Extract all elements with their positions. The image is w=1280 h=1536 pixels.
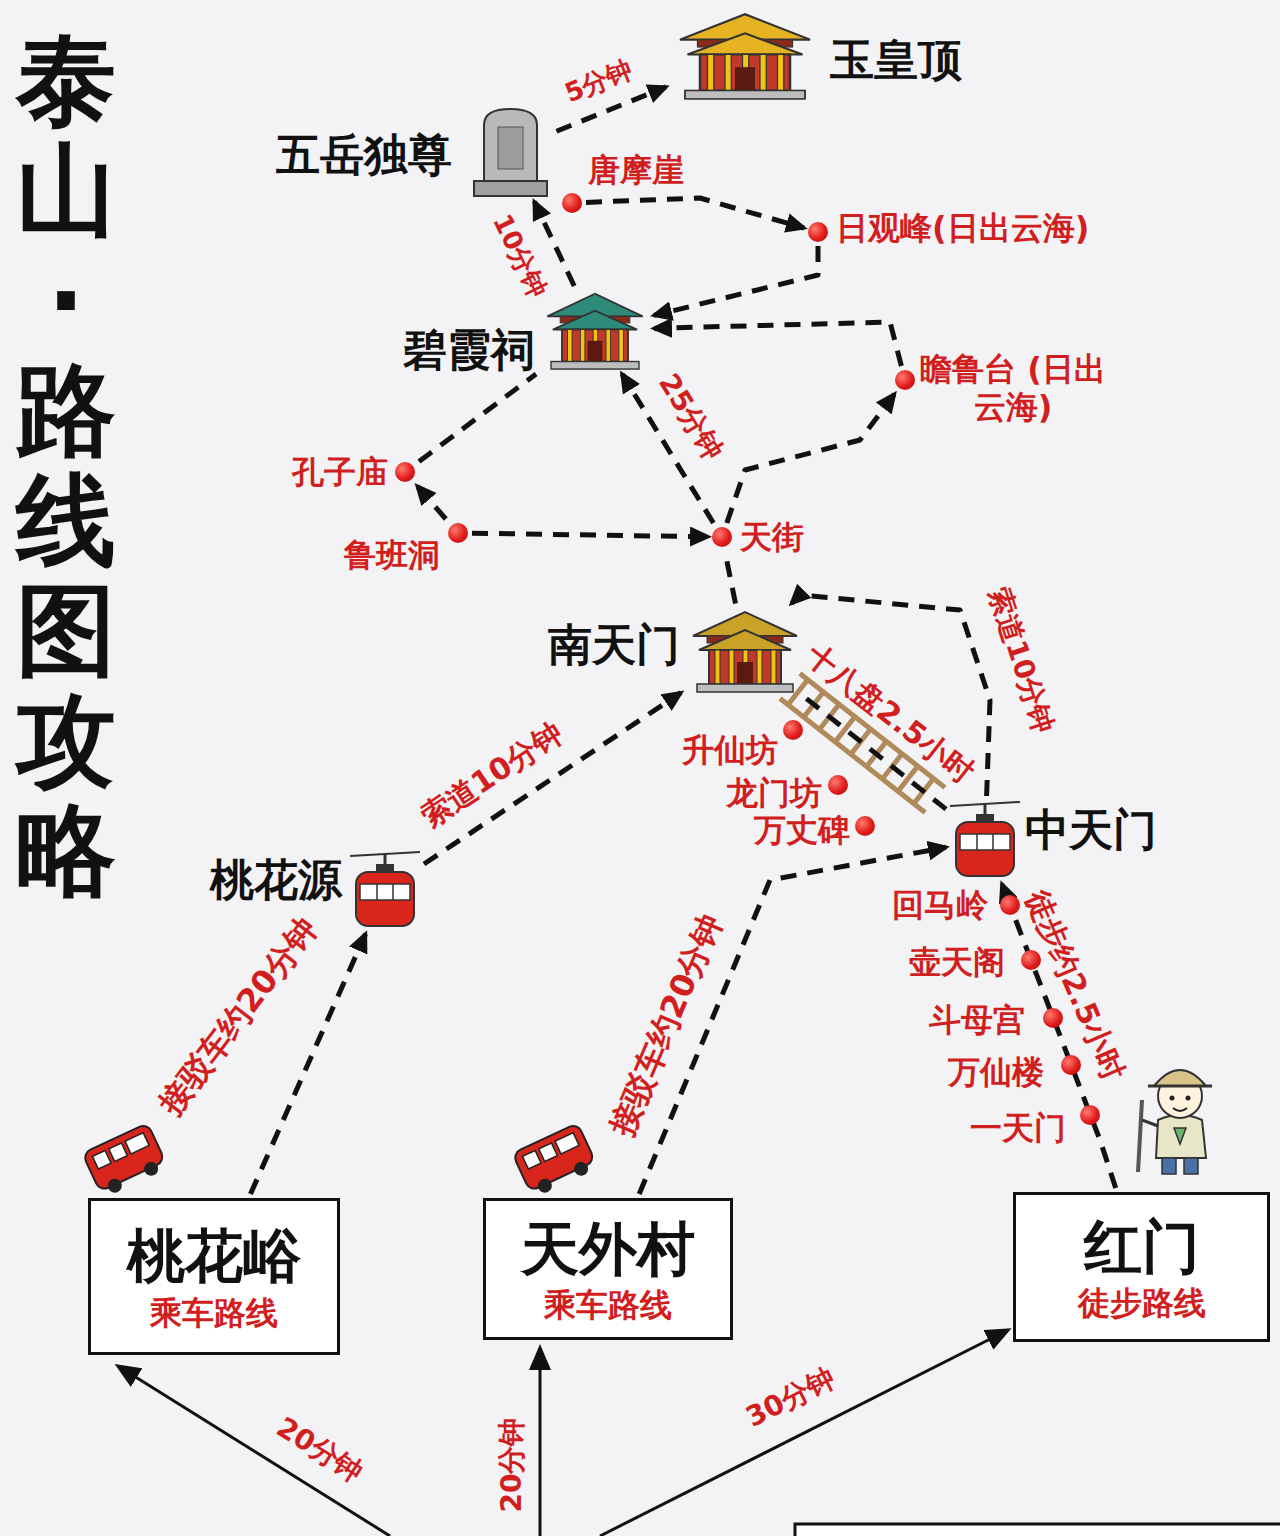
place-name: 桃花峪 <box>127 1220 301 1293</box>
route-time-label: 接驳车约20分钟 <box>150 908 327 1123</box>
route-type: 乘车路线 <box>150 1293 278 1333</box>
cable-car-icon <box>350 850 420 930</box>
location-dot <box>712 527 732 547</box>
landmark: 桃花源 <box>210 850 420 930</box>
location-dot <box>855 816 875 836</box>
place-name: 瞻鲁台 (日出云海) <box>918 350 1108 427</box>
cable-car-icon <box>950 800 1020 880</box>
hiker-figure <box>1138 1070 1212 1174</box>
scenic-spot: 天街 <box>712 518 804 556</box>
place-name: 鲁班洞 <box>344 536 440 574</box>
route-time-label: 5分钟 <box>558 54 640 110</box>
scenic-spot: 万丈碑 <box>754 811 875 849</box>
location-dot <box>1000 895 1020 915</box>
route-type: 乘车路线 <box>544 1285 672 1325</box>
scenic-spot: 孔子庙 <box>292 453 415 491</box>
travel-time-label: 20分钟 <box>268 1410 371 1491</box>
scenic-spot: 斗母宫 <box>929 1001 1063 1039</box>
scenic-spot: 日观峰(日出云海) <box>808 209 1089 247</box>
route-connector <box>727 394 895 523</box>
location-dot <box>828 775 848 795</box>
place-name: 一天门 <box>970 1109 1066 1147</box>
start-box: 桃花峪乘车路线 <box>88 1198 340 1355</box>
route-connector <box>654 246 818 315</box>
place-name: 玉皇顶 <box>830 34 962 87</box>
route-time-label: 25分钟 <box>650 366 730 469</box>
stele-icon <box>468 103 553 198</box>
place-name: 碧霞祠 <box>403 324 535 377</box>
travel-time-label: 30分钟 <box>738 1361 843 1436</box>
place-name: 孔子庙 <box>292 453 388 491</box>
temple-icon <box>540 290 650 370</box>
place-name: 升仙坊 <box>682 731 778 769</box>
route-connector <box>792 595 991 796</box>
scenic-spot: 万仙楼 <box>948 1053 1081 1091</box>
scenic-spot: 龙门坊 <box>726 774 848 812</box>
place-name: 斗母宫 <box>929 1001 1025 1039</box>
scenic-spot: 一天门 <box>970 1105 1100 1147</box>
scenic-spot: 回马岭 <box>892 886 1020 924</box>
route-connector <box>417 486 446 519</box>
place-name: 回马岭 <box>892 886 988 924</box>
scenic-spot: 升仙坊 <box>682 720 803 769</box>
route-connector <box>654 322 901 366</box>
location-dot <box>562 193 582 213</box>
location-dot <box>783 720 803 740</box>
temple-icon <box>670 10 820 100</box>
scenic-spot: 瞻鲁台 (日出云海) <box>895 350 1108 427</box>
route-time-label: 10分钟 <box>485 207 553 305</box>
location-dot <box>808 222 828 242</box>
route-time-label: 接驳车约20分钟 <box>602 906 731 1144</box>
location-dot <box>1080 1105 1100 1125</box>
temple-icon <box>685 608 805 693</box>
place-name: 唐摩崖 <box>588 151 684 189</box>
route-connector <box>586 198 804 228</box>
route-connector <box>725 551 736 604</box>
location-dot <box>1021 950 1041 970</box>
place-name: 万仙楼 <box>948 1053 1044 1091</box>
start-box: 红门徒步路线 <box>1013 1192 1270 1342</box>
landmark: 玉皇顶 <box>670 10 962 100</box>
place-name: 壶天阁 <box>909 943 1005 981</box>
bus-icon <box>82 1123 168 1199</box>
landmark: 中天门 <box>950 800 1157 880</box>
route-time-label: 索道10分钟 <box>980 580 1059 739</box>
route-connector <box>472 533 708 537</box>
place-name: 红门 <box>1084 1211 1200 1284</box>
place-name: 桃花源 <box>210 854 342 907</box>
place-name: 五岳独尊 <box>276 129 452 182</box>
approach-arrows <box>118 1330 1008 1536</box>
place-name: 天外村 <box>521 1213 695 1286</box>
location-dot <box>895 370 915 390</box>
travel-time-label: 20分钟 <box>496 1415 528 1516</box>
map-title: 泰山·路线图攻略 <box>16 26 116 906</box>
place-name: 龙门坊 <box>726 774 822 812</box>
place-name: 南天门 <box>548 619 680 672</box>
scenic-spot: 壶天阁 <box>909 943 1041 981</box>
partial-box <box>795 1524 1280 1536</box>
location-dot <box>395 462 415 482</box>
scenic-spot: 唐摩崖 <box>562 151 684 213</box>
landmark: 南天门 <box>548 608 805 693</box>
location-dot <box>1061 1055 1081 1075</box>
route-type: 徒步路线 <box>1078 1283 1206 1323</box>
bus-icon <box>512 1123 598 1199</box>
place-name: 万丈碑 <box>754 811 850 849</box>
start-box: 天外村乘车路线 <box>483 1198 733 1340</box>
place-name: 中天门 <box>1025 804 1157 857</box>
route-connector <box>419 374 536 462</box>
place-name: 日观峰(日出云海) <box>836 209 1089 247</box>
landmark: 五岳独尊 <box>276 103 553 198</box>
scenic-spot: 鲁班洞 <box>344 523 468 574</box>
place-name: 天街 <box>740 518 804 556</box>
location-dot <box>1043 1008 1063 1028</box>
location-dot <box>448 523 468 543</box>
